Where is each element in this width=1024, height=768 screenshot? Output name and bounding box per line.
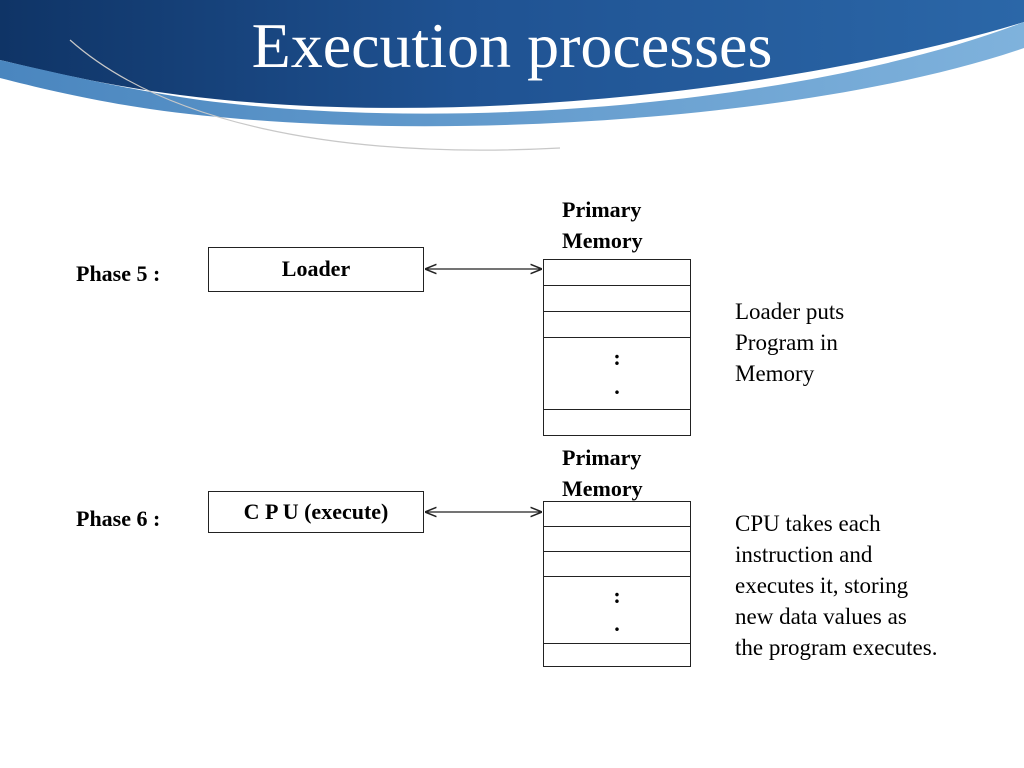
memory-cell-ellipsis: : . — [544, 338, 690, 410]
cpu-box-label: C P U (execute) — [243, 499, 389, 524]
description-line: CPU takes each — [735, 511, 881, 536]
phase-6-description: CPU takes each instruction and executes … — [735, 508, 937, 663]
memory-dots-period: . — [614, 374, 620, 399]
phase-5-memory-title: Primary Memory — [562, 194, 643, 256]
memory-cell-ellipsis: : . — [544, 577, 690, 644]
loader-box: Loader — [208, 247, 424, 292]
memory-title-line: Memory — [562, 228, 643, 253]
phase-6-memory-block: : . — [543, 501, 691, 667]
description-line: executes it, storing — [735, 573, 909, 598]
memory-cell — [544, 286, 690, 312]
memory-dots-colon: : — [613, 345, 621, 370]
description-line: new data values as — [735, 604, 907, 629]
description-line: Loader puts — [735, 299, 845, 324]
cpu-box: C P U (execute) — [208, 491, 424, 533]
title-banner — [0, 0, 1024, 151]
phase-5-memory-block: : . — [543, 259, 691, 436]
memory-dots-period: . — [614, 611, 620, 636]
description-line: instruction and — [735, 542, 873, 567]
description-line: Program in — [735, 330, 838, 355]
memory-dots-colon: : — [613, 583, 621, 608]
phase-5-label: Phase 5 : — [76, 261, 161, 286]
description-line: Memory — [735, 361, 815, 386]
slide-title: Execution processes — [251, 10, 773, 81]
memory-cell — [544, 410, 690, 434]
phase-5-description: Loader puts Program in Memory — [735, 296, 844, 389]
memory-title-line: Primary — [562, 445, 642, 470]
memory-cell — [544, 502, 690, 527]
memory-cell — [544, 527, 690, 552]
phase-6-label: Phase 6 : — [76, 506, 161, 531]
memory-title-line: Memory — [562, 476, 643, 501]
phase-6-memory-title: Primary Memory — [562, 442, 643, 504]
memory-cell — [544, 312, 690, 338]
memory-cell — [544, 644, 690, 666]
memory-title-line: Primary — [562, 197, 642, 222]
memory-cell — [544, 552, 690, 577]
description-line: the program executes. — [735, 635, 938, 660]
loader-box-label: Loader — [281, 256, 351, 281]
memory-cell — [544, 260, 690, 286]
